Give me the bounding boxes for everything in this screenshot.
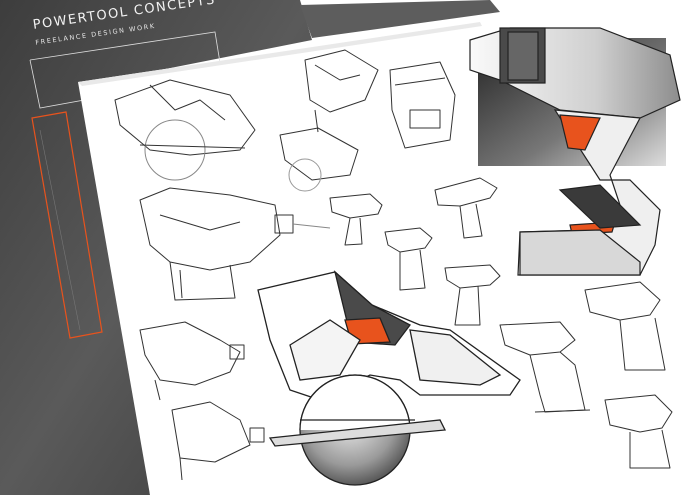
drill-sketch-3 <box>604 394 673 469</box>
circular-saw-render <box>257 270 521 486</box>
jigsaw-sketch-bottom <box>171 401 265 481</box>
orange-frame <box>31 111 103 339</box>
saw-sketch-small <box>279 127 359 192</box>
heat-gun-sketch-1 <box>329 193 383 246</box>
drill-sketch-1 <box>499 321 591 413</box>
sander-sketch <box>389 61 456 149</box>
jigsaw-sketch-large <box>139 187 331 301</box>
heat-gun-sketch-3 <box>384 227 433 291</box>
dark-strip <box>300 0 500 38</box>
heat-gun-sketch-4 <box>444 264 501 326</box>
jigsaw-sketch-mid <box>139 321 245 401</box>
saw-sketch-top <box>114 79 256 181</box>
dark-panel <box>0 0 312 495</box>
heat-gun-sketch-2 <box>434 177 498 239</box>
drill-sketch-2 <box>584 281 666 371</box>
drill-render <box>469 27 681 276</box>
